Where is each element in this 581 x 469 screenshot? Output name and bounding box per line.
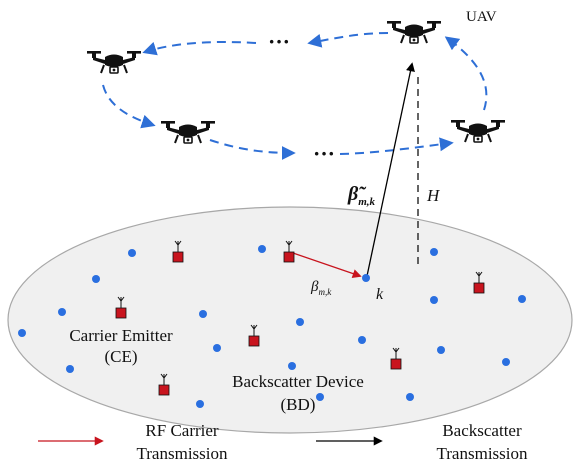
backscatter-devices [18, 245, 526, 408]
device-dot [316, 393, 324, 401]
trajectory-left-down [102, 84, 156, 129]
coverage-area [7, 206, 573, 434]
device-dot [430, 248, 438, 256]
carrier-emitter-abbrev: (CE) [104, 347, 137, 366]
trajectory-dots-top: ··· [268, 29, 290, 54]
trajectory-bottom-mid [209, 139, 296, 160]
trajectory-top-right [307, 32, 389, 48]
device-dot [437, 346, 445, 354]
uav-icon [160, 120, 216, 144]
trajectory-dots-bottom: ··· [313, 141, 335, 166]
device-dot [406, 393, 414, 401]
rf-carrier-link-arrow [292, 252, 362, 278]
device-k-label: k [376, 286, 384, 303]
device-dot [66, 365, 74, 373]
uav-icon [386, 20, 442, 44]
device-dot [92, 275, 100, 283]
legend: RF Carrier Transmission Backscatter Tran… [38, 421, 528, 463]
device-dot [502, 358, 510, 366]
device-dot [518, 295, 526, 303]
backscatter-link-arrow [366, 62, 415, 277]
uav-trajectory [102, 32, 488, 160]
device-dot [18, 329, 26, 337]
rf-channel-symbol: β [310, 279, 319, 295]
device-dot [288, 362, 296, 370]
trajectory-right-up [444, 36, 488, 111]
legend-rf-label-line2: Transmission [136, 444, 228, 463]
backscatter-device-label: Backscatter Device [232, 372, 364, 391]
device-dot [58, 308, 66, 316]
backscatter-channel-label: β̃m,k [347, 183, 376, 208]
rf-channel-label: βm,k [310, 279, 332, 297]
device-dot [296, 318, 304, 326]
legend-backscatter-label-line2: Transmission [436, 444, 528, 463]
device-dot [196, 400, 204, 408]
trajectory-top-left [142, 41, 257, 56]
backscatter-device-abbrev: (BD) [281, 395, 316, 414]
device-dot [213, 344, 221, 352]
backscatter-channel-subscript: m,k [358, 196, 375, 208]
legend-rf-label: RF Carrier [145, 421, 219, 440]
device-dot [128, 249, 136, 257]
legend-backscatter-label: Backscatter [442, 421, 522, 440]
device-dot [430, 296, 438, 304]
uav-icon [450, 119, 506, 143]
device-dot [199, 310, 207, 318]
device-dot [258, 245, 266, 253]
rf-channel-subscript: m,k [318, 287, 332, 297]
device-dot [362, 274, 370, 282]
uav-label: UAV [466, 9, 497, 25]
device-dot [358, 336, 366, 344]
uav-icon [86, 50, 142, 74]
carrier-emitter-label: Carrier Emitter [69, 326, 173, 345]
height-label: H [426, 186, 441, 205]
